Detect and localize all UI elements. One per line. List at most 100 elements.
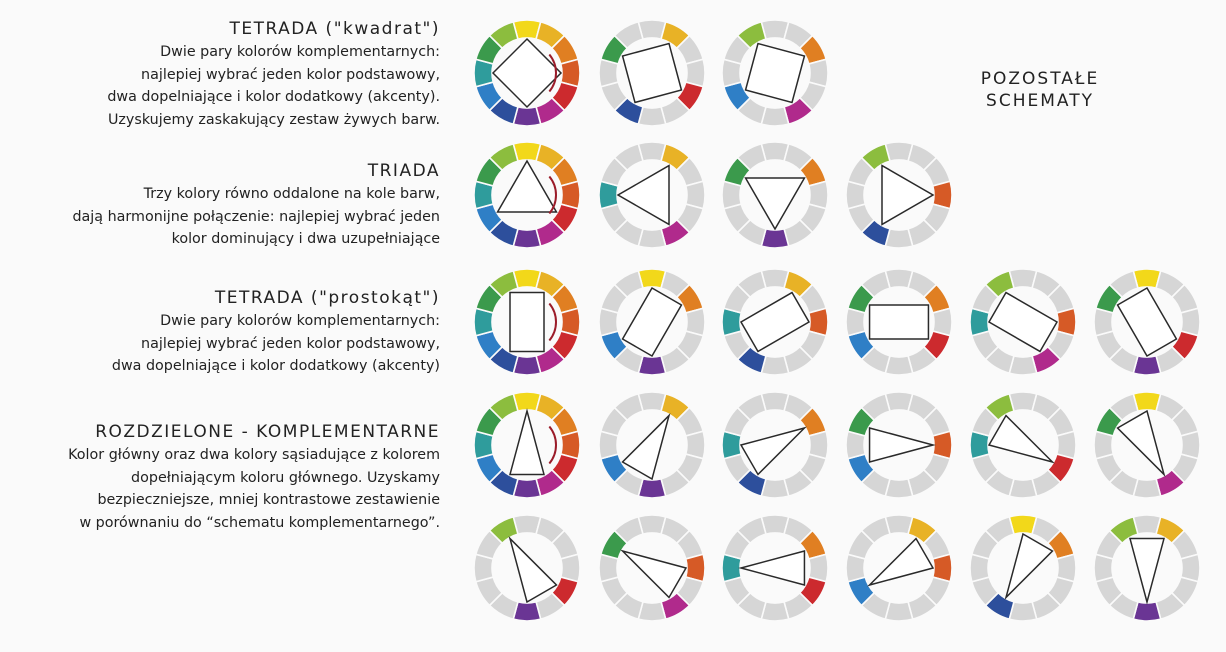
color-wheel (845, 268, 953, 376)
section-text: bezpieczniejsze, mniej kontrastowe zesta… (97, 492, 440, 508)
rotation-arrow-icon (548, 425, 557, 465)
scheme-shape (739, 291, 811, 353)
other-schemes-line: POZOSTAŁE (980, 69, 1100, 89)
scheme-shape (1004, 532, 1054, 600)
section-tetrada-rectangle: TETRADA ("prostokąt") Dwie pary kolorów … (112, 287, 440, 378)
color-wheel (598, 141, 706, 249)
color-wheel (598, 19, 706, 127)
color-wheel (845, 514, 953, 622)
other-schemes-line: SCHEMATY (986, 91, 1094, 111)
scheme-shape (496, 159, 558, 213)
scheme-shape (621, 286, 683, 358)
color-wheel (1093, 391, 1201, 499)
color-wheel (473, 268, 581, 376)
wheel-segment (1108, 515, 1139, 545)
rotation-arrow-icon (548, 53, 557, 93)
color-wheel (598, 268, 706, 376)
scheme-shape (867, 537, 935, 587)
color-wheel (845, 141, 953, 249)
color-wheel (721, 268, 829, 376)
scheme-shape (509, 291, 545, 353)
color-wheel (969, 268, 1077, 376)
color-wheel (721, 141, 829, 249)
wheel-segment (736, 515, 767, 545)
section-text: Trzy kolory równo oddalone na kole barw, (143, 186, 440, 202)
scheme-shape (744, 177, 806, 231)
scheme-shape (739, 426, 807, 476)
wheel-segment (488, 142, 519, 172)
wheel-segment (736, 392, 767, 422)
scheme-shape (616, 164, 670, 226)
scheme-shape (868, 304, 930, 340)
section-triada: TRIADA Trzy kolory równo oddalone na kol… (72, 160, 440, 251)
wheel-segment (613, 20, 644, 50)
wheel-segment (488, 269, 519, 299)
section-text: dwa dopelniające i kolor dodatkowy (akce… (111, 358, 440, 374)
section-title: TRIADA (367, 161, 440, 181)
wheel-segment (860, 392, 891, 422)
section-text: Dwie pary kolorów komplementarnych: (160, 44, 440, 60)
color-wheel (598, 514, 706, 622)
scheme-shape (987, 291, 1059, 353)
scheme-shape (620, 549, 688, 599)
wheel-segment (984, 269, 1015, 299)
color-wheel (845, 391, 953, 499)
scheme-shape (1129, 537, 1165, 605)
color-wheel (1093, 268, 1201, 376)
color-wheel (721, 514, 829, 622)
section-split-complementary: ROZDZIELONE - KOMPLEMENTARNE Kolor główn… (68, 421, 440, 534)
scheme-shape (1116, 409, 1166, 477)
section-title: TETRADA ("prostokąt") (214, 288, 440, 308)
section-title: ROZDZIELONE - KOMPLEMENTARNE (95, 422, 440, 442)
section-text: w porównaniu do “schematu komplementarne… (79, 514, 440, 531)
wheel-segment (613, 392, 644, 422)
scheme-shape (868, 427, 936, 463)
section-text: Uzyskujemy zaskakujący zestaw żywych bar… (107, 111, 440, 128)
other-schemes-label: POZOSTAŁE SCHEMATY (960, 68, 1120, 112)
scheme-shape (491, 37, 563, 109)
section-text: dwa dopelniające i kolor dodatkowy (akce… (107, 89, 440, 105)
rotation-arrow-icon (548, 175, 557, 215)
color-wheel (1093, 514, 1201, 622)
section-text: najlepiej wybrać jeden kolor podstawowy, (141, 335, 440, 352)
scheme-shape (621, 42, 683, 104)
scheme-shape (987, 414, 1055, 464)
color-wheel (721, 391, 829, 499)
wheel-segment (736, 20, 767, 50)
color-wheel (473, 141, 581, 249)
color-wheel (721, 19, 829, 127)
scheme-shape (744, 42, 806, 104)
wheel-segment (860, 269, 891, 299)
scheme-shape (621, 413, 671, 481)
wheel-segment (736, 142, 767, 172)
scheme-shape (508, 536, 558, 604)
scheme-shape (1116, 286, 1178, 358)
section-text: dają harmonijne połączenie: najlepiej wy… (72, 208, 440, 225)
wheel-segment (488, 515, 519, 545)
color-wheel (969, 391, 1077, 499)
color-wheel (598, 391, 706, 499)
wheel-segment (1108, 269, 1139, 299)
color-wheel (473, 514, 581, 622)
section-text: kolor dominujący i dwa uzupełniające (171, 231, 440, 247)
scheme-shape (509, 408, 545, 476)
wheel-segment (613, 142, 644, 172)
wheel-segment (860, 515, 891, 545)
section-tetrada-square: TETRADA ("kwadrat") Dwie pary kolorów ko… (107, 18, 440, 131)
wheel-segment (1108, 392, 1139, 422)
wheel-segment (984, 515, 1015, 545)
rotation-arrow-icon (548, 302, 557, 342)
wheel-segment (488, 20, 519, 50)
wheel-segment (860, 142, 891, 172)
wheel-segment (613, 515, 644, 545)
wheel-segment (736, 269, 767, 299)
wheel-segment (984, 392, 1015, 422)
color-wheel (473, 19, 581, 127)
section-text: najlepiej wybrać jeden kolor podstawowy, (141, 66, 440, 83)
color-wheel (969, 514, 1077, 622)
wheel-segment (613, 269, 644, 299)
color-wheel (473, 391, 581, 499)
section-text: Kolor główny oraz dwa kolory sąsiadujące… (68, 447, 440, 463)
scheme-shape (738, 550, 806, 586)
